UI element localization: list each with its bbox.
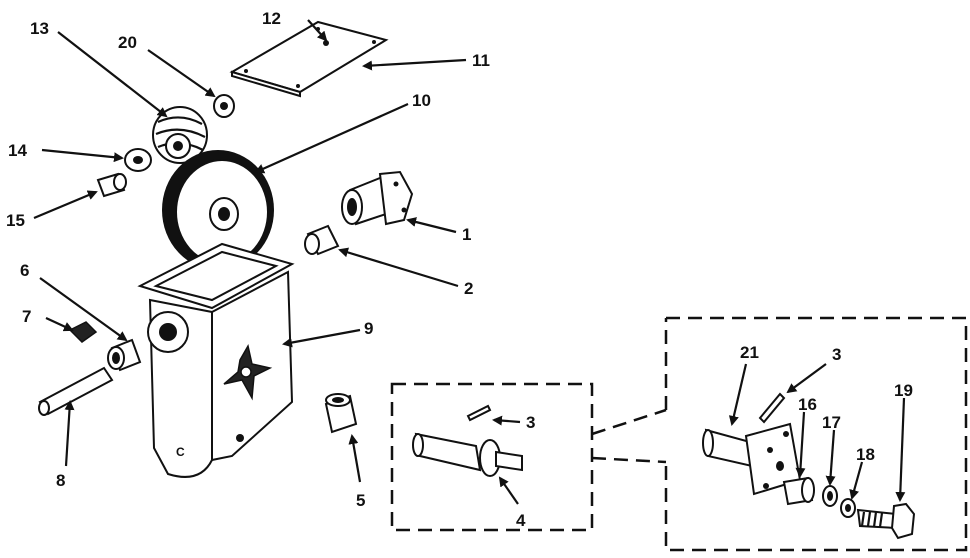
callout-17: 17 [822, 413, 841, 432]
pin-part-3a [466, 404, 492, 422]
washer-part-17 [822, 485, 838, 507]
worm-gear-part [152, 106, 208, 164]
pin-part [38, 366, 114, 416]
callout-11: 11 [472, 51, 490, 70]
callout-7: 7 [22, 307, 31, 326]
callout-1: 1 [462, 225, 471, 244]
connector-bottom [591, 456, 667, 464]
bushing-part-16 [782, 476, 815, 506]
callout-8: 8 [56, 471, 65, 490]
callout-9: 9 [364, 319, 373, 338]
callout-20: 20 [118, 33, 137, 52]
callout-19: 19 [894, 381, 913, 400]
bushing-part-15 [96, 172, 127, 198]
housing-mark: C [176, 445, 185, 459]
plug-part [68, 321, 98, 343]
callout-14: 14 [8, 141, 27, 160]
callout-13: 13 [30, 19, 49, 38]
cover-plate-part [229, 20, 389, 98]
connector-top [591, 408, 667, 436]
callout-16: 16 [798, 395, 817, 414]
gear-housing-part: C [137, 242, 295, 478]
callout-3b: 3 [832, 345, 841, 364]
callout-12: 12 [262, 9, 281, 28]
bolt-part [856, 502, 916, 540]
shaft-part [412, 432, 523, 477]
callout-10: 10 [412, 91, 431, 110]
callout-5: 5 [356, 491, 365, 510]
spur-gear-part [162, 150, 274, 270]
callout-2: 2 [464, 279, 473, 298]
leader-lines [33, 19, 906, 505]
pin-part-3b [758, 392, 786, 424]
callout-6: 6 [20, 261, 29, 280]
callout-18: 18 [856, 445, 875, 464]
callout-4: 4 [516, 511, 526, 530]
callout-21: 21 [740, 343, 759, 362]
detail-box-shaft [390, 382, 594, 532]
bushing-part-2 [304, 224, 340, 256]
flange-sleeve-part [341, 170, 414, 226]
bushing-part-6 [107, 338, 142, 372]
bushing-part-5 [324, 393, 358, 434]
detail-box-assembly [664, 316, 968, 552]
washer-part-20 [213, 94, 235, 118]
callout-3a: 3 [526, 413, 535, 432]
washer-part-18 [840, 498, 856, 518]
washer-part-14 [124, 148, 152, 172]
callout-15: 15 [6, 211, 25, 230]
